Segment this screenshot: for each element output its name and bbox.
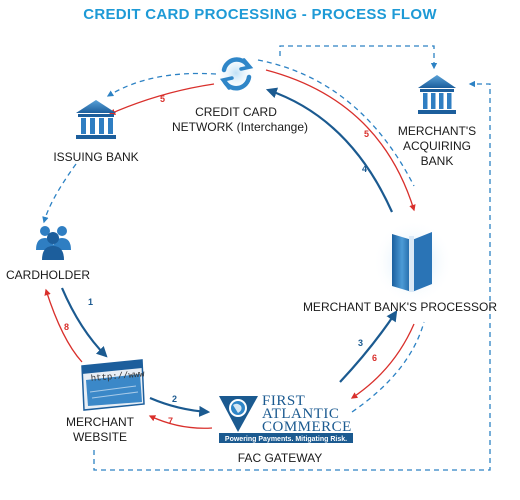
forward-arrows <box>60 87 398 417</box>
acquiring-bank-label-line2: ACQUIRING <box>403 139 471 153</box>
step-number-8: 8 <box>64 322 69 332</box>
arrow-step-5-network-to-issuer <box>108 83 215 115</box>
merchant-website-label-line1: MERCHANT <box>66 415 135 429</box>
arrow-step-4 <box>265 87 394 213</box>
step-number-3: 3 <box>358 338 363 348</box>
arrow-step-1 <box>60 287 108 358</box>
step-number-4: 4 <box>362 164 367 174</box>
fac-gateway-label: FAC GATEWAY <box>238 451 322 465</box>
processor-label: MERCHANT BANK'S PROCESSOR <box>303 300 497 314</box>
return-arrows <box>44 69 416 429</box>
arrow-step-5-network-to-processor <box>265 69 416 212</box>
fac-gateway-node[interactable]: FIRST ATLANTIC COMMERCE Powering Payment… <box>219 393 353 465</box>
settlement-outer-line <box>93 80 491 471</box>
arrow-step-2 <box>149 396 211 417</box>
issuing-bank-label: ISSUING BANK <box>53 150 138 164</box>
globe-triangle-icon <box>219 396 258 432</box>
browser-window-icon: http://www <box>81 359 146 411</box>
bank-icon <box>76 100 116 139</box>
bank-icon <box>418 75 456 114</box>
processor-node[interactable]: MERCHANT BANK'S PROCESSOR <box>303 220 497 314</box>
network-label-line1: CREDIT CARD <box>195 105 277 119</box>
step-number-1: 1 <box>88 297 93 307</box>
arrow-step-8 <box>44 288 83 363</box>
sync-icon <box>219 57 254 91</box>
logo-text-atlantic: ATLANTIC <box>262 406 339 422</box>
acquiring-bank-node[interactable]: MERCHANT'S ACQUIRING BANK <box>398 75 476 168</box>
arrow-step-3 <box>339 310 398 383</box>
logo-tagline: Powering Payments. Mitigating Risk. <box>225 436 347 443</box>
processor-gateway-dashed <box>351 321 425 413</box>
acquirer-link-line <box>279 45 438 70</box>
step-number-7: 7 <box>168 416 173 426</box>
page-title: CREDIT CARD PROCESSING - PROCESS FLOW <box>83 6 437 23</box>
step-number-5-right: 5 <box>364 129 369 139</box>
network-to-processor-dashed <box>257 59 415 187</box>
acquiring-bank-label-line3: BANK <box>421 154 454 168</box>
cardholder-label: CARDHOLDER <box>6 268 90 282</box>
network-to-issuer-dashed <box>106 72 217 97</box>
step-number-2: 2 <box>172 394 177 404</box>
people-icon <box>36 226 71 260</box>
logo-text-first: FIRST <box>262 393 305 409</box>
merchant-website-label-line2: WEBSITE <box>73 430 127 444</box>
logo-text-commerce: COMMERCE <box>262 419 352 435</box>
cardholder-node[interactable]: CARDHOLDER <box>6 226 90 282</box>
credit-card-network-node[interactable]: CREDIT CARD NETWORK (Interchange) <box>172 53 308 134</box>
logo-tagline-bar <box>219 433 353 443</box>
step-number-6: 6 <box>372 353 377 363</box>
merchant-url-text: http://www <box>90 369 145 384</box>
settlement-dashed-path <box>42 45 491 471</box>
issuing-bank-node[interactable]: ISSUING BANK <box>53 100 139 164</box>
issuer-to-cardholder-dashed <box>42 163 77 224</box>
network-label-line2: NETWORK (Interchange) <box>172 120 308 134</box>
fac-logo: FIRST ATLANTIC COMMERCE Powering Payment… <box>219 393 353 443</box>
merchant-website-node[interactable]: http://www MERCHANT WEBSITE <box>66 359 146 444</box>
step-number-5-left: 5 <box>160 94 165 104</box>
arrow-step-7 <box>148 415 213 429</box>
arrow-step-6 <box>350 323 415 399</box>
acquiring-bank-label-line1: MERCHANT'S <box>398 124 476 138</box>
book-icon <box>392 232 432 292</box>
